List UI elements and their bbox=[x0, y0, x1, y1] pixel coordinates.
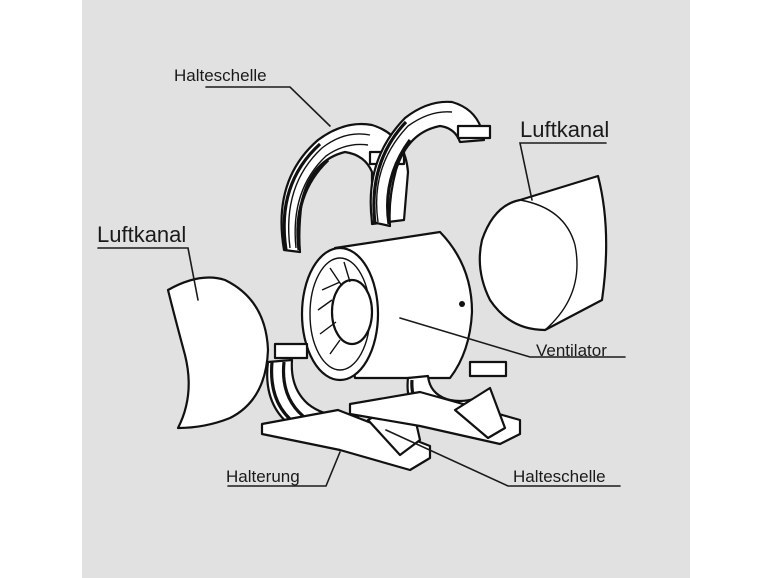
leader-lines bbox=[97, 86, 626, 487]
label-luftkanal-right: Luftkanal bbox=[520, 117, 609, 142]
label-ventilator: Ventilator bbox=[536, 341, 607, 360]
mounting-bracket-right bbox=[348, 386, 522, 446]
left-air-duct bbox=[166, 276, 270, 430]
label-halteschelle-bottom: Halteschelle bbox=[513, 467, 606, 486]
right-air-duct bbox=[478, 174, 608, 332]
fan-body bbox=[300, 230, 474, 382]
label-halterung: Halterung bbox=[226, 467, 300, 486]
top-clamp-right bbox=[369, 100, 492, 228]
label-halteschelle-top: Halteschelle bbox=[174, 66, 267, 85]
label-luftkanal-left: Luftkanal bbox=[97, 222, 186, 247]
